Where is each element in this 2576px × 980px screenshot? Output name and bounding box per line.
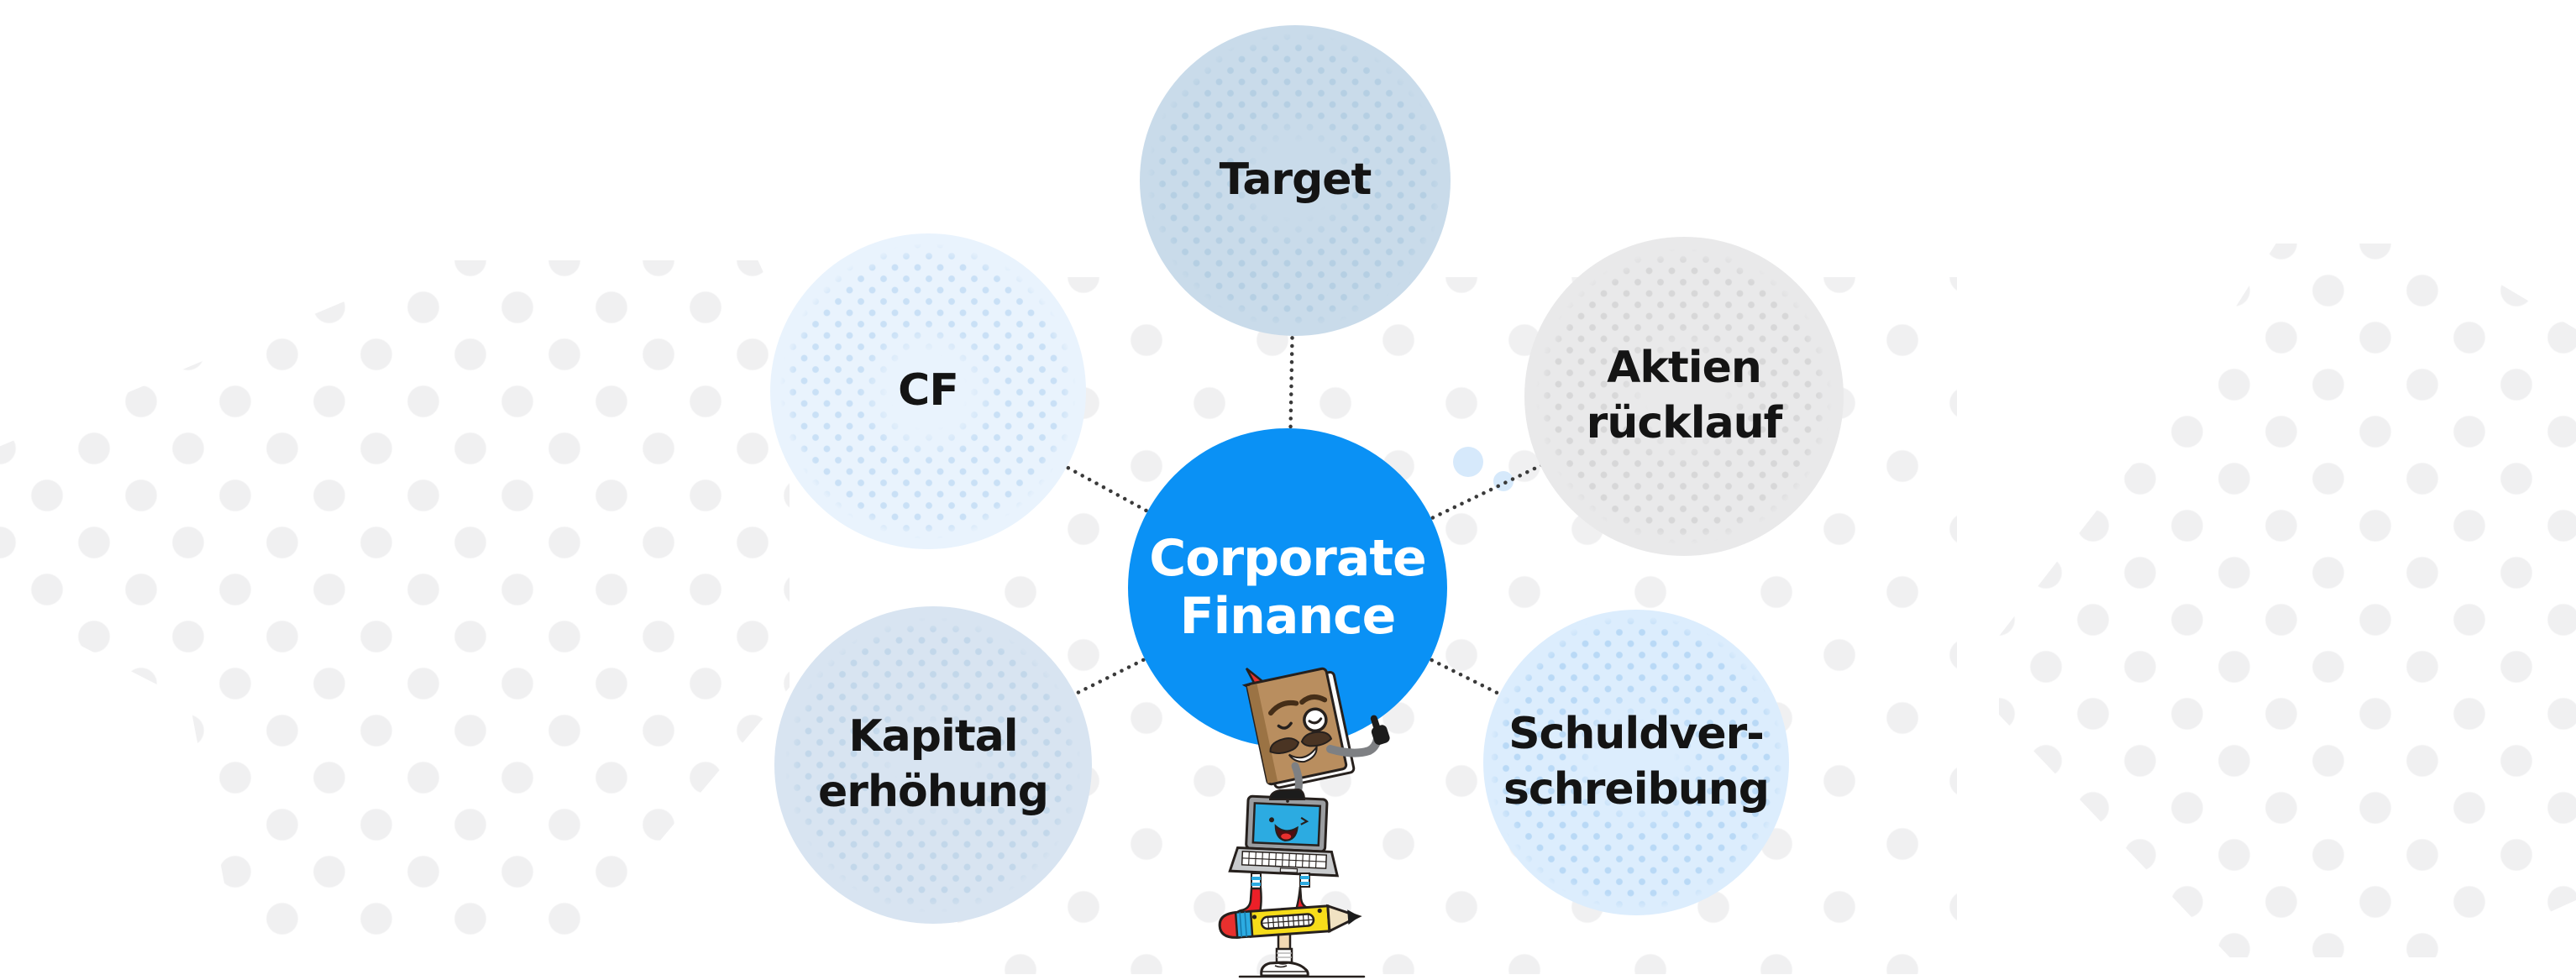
pencil-ferrule — [1234, 909, 1254, 939]
blue-accent-dot — [1453, 447, 1483, 477]
book-spine — [1246, 684, 1278, 783]
book-mustache — [1269, 737, 1300, 754]
bubble-label-line: rücklauf — [1586, 398, 1783, 448]
laptop-mouth — [1274, 824, 1298, 842]
bubble-label-line: Kapital — [848, 711, 1018, 763]
center-bubble-label: Corporate Finance — [1149, 529, 1426, 646]
book-eyebrow — [1299, 694, 1328, 705]
laptop-character — [1228, 794, 1340, 878]
bubble-target: Target — [1140, 25, 1451, 336]
center-label-line: Finance — [1179, 587, 1397, 646]
bubble-label: Target — [1220, 153, 1372, 208]
bubble-label-line: CF — [898, 365, 959, 417]
pencil-eraser — [1218, 910, 1241, 939]
bubble-dot-texture — [774, 606, 1092, 924]
thumbs-up-hand — [1370, 715, 1390, 745]
pencil-eye — [1251, 914, 1257, 920]
pencil-tip — [1347, 909, 1360, 925]
bubble-label-line: erhöhung — [818, 767, 1049, 817]
mascot-illustration — [1218, 667, 1390, 978]
bubble-label-line: Target — [1219, 155, 1372, 206]
bubble-label-line: Aktien — [1607, 343, 1762, 394]
bubble-label: Aktien rücklauf — [1586, 341, 1783, 451]
sneaker — [1260, 961, 1309, 977]
bubble-corporate-finance: Corporate Finance — [1128, 428, 1447, 747]
book-eyebrow — [1268, 700, 1299, 716]
laptop-screen — [1251, 802, 1322, 847]
book-character — [1241, 667, 1390, 800]
bubble-dot-texture — [770, 233, 1086, 549]
book-smile — [1288, 744, 1318, 763]
laptop-eye — [1269, 817, 1275, 823]
laptop-wink-eye — [1300, 816, 1309, 825]
bubble-schuldverschreibung: Schuldver- schreibung — [1483, 610, 1789, 915]
bubble-kapitalerhoehung: Kapital erhöhung — [774, 606, 1092, 924]
bubble-aktienruecklauf: Aktien rücklauf — [1524, 237, 1844, 556]
bubble-label: Kapital erhöhung — [818, 710, 1049, 820]
bubble-cf: CF — [770, 233, 1086, 549]
book-closed-eye — [1277, 721, 1293, 730]
pencil-eye — [1317, 908, 1322, 914]
bubble-label: CF — [898, 364, 959, 419]
pencil-wood — [1326, 904, 1362, 934]
bubble-label-line: schreibung — [1503, 764, 1770, 815]
book-mustache — [1300, 731, 1333, 747]
bubble-dot-texture — [1140, 25, 1451, 336]
bubble-label: Schuldver- schreibung — [1503, 707, 1770, 817]
center-label-line: Corporate — [1149, 529, 1426, 588]
bubble-dot-texture — [1483, 610, 1789, 915]
blue-accent-dot — [1493, 471, 1514, 491]
bubble-label-line: Schuldver- — [1508, 709, 1765, 760]
bubble-dot-texture — [1524, 237, 1844, 556]
book-shoe — [1268, 788, 1306, 800]
pencil-character — [1218, 904, 1362, 939]
